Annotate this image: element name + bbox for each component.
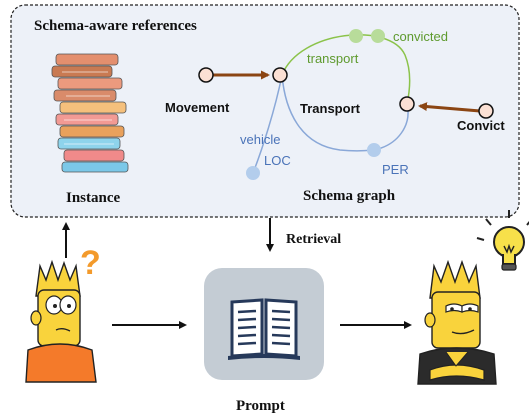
loc-node xyxy=(246,166,260,180)
transport-edge-label: transport xyxy=(307,51,359,66)
retrieval-label: Retrieval xyxy=(286,232,341,247)
blue-loc-edge xyxy=(252,74,283,174)
schema-graph-label: Schema graph xyxy=(303,188,396,204)
book-stack-icon xyxy=(51,53,129,173)
convicted-edge-label: convicted xyxy=(393,29,448,44)
instance-label: Instance xyxy=(66,190,121,206)
lightbulb-icon xyxy=(476,210,529,271)
per-label: PER xyxy=(382,162,409,177)
vehicle-label: vehicle xyxy=(240,132,280,147)
question-mark-icon: ? xyxy=(80,244,101,282)
convict-arrow xyxy=(418,102,481,113)
prompt-book-icon xyxy=(204,268,324,380)
panel-title: Schema-aware references xyxy=(34,18,197,34)
convict-event-node xyxy=(399,96,415,112)
green-arc-edge xyxy=(281,34,411,105)
per-node xyxy=(367,143,381,157)
convict-node xyxy=(478,103,494,119)
prompt-label: Prompt xyxy=(236,398,285,414)
puzzled-character-icon xyxy=(25,259,97,383)
convict-label: Convict xyxy=(457,118,505,133)
transport-event-label: Transport xyxy=(300,101,361,116)
movement-node xyxy=(198,67,214,83)
movement-label: Movement xyxy=(165,100,230,115)
green-node-2 xyxy=(371,29,385,43)
schema-panel xyxy=(10,4,520,218)
loc-label: LOC xyxy=(264,153,291,168)
green-node-1 xyxy=(349,29,363,43)
transport-node xyxy=(272,67,288,83)
confident-character-icon xyxy=(417,259,497,385)
